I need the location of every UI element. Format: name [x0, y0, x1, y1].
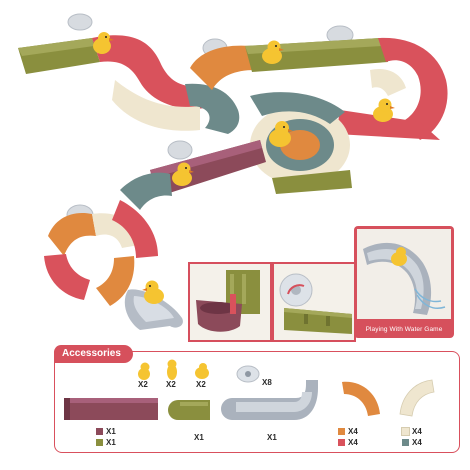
qty-curve-red-text: X4 — [348, 438, 358, 447]
qty-duck-3: X2 — [196, 380, 206, 389]
track-olive-spiral — [272, 170, 352, 194]
water-game-panel: Playing With Water Game — [354, 226, 454, 338]
qty-curve-orange: X4 — [338, 427, 358, 437]
qty-duck-2: X2 — [166, 380, 176, 389]
track-orange-top — [190, 45, 255, 90]
detail-inset-basin — [188, 262, 272, 342]
track-cream-1 — [112, 80, 200, 131]
water-game-caption: Playing With Water Game — [365, 326, 443, 333]
qty-olive-u: X1 — [194, 433, 204, 442]
duck-6 — [142, 280, 164, 304]
accessories-title: Accessories — [54, 345, 133, 363]
track-red-drop — [112, 200, 158, 258]
track-red-left — [44, 254, 90, 300]
track-teal-left — [120, 172, 172, 210]
qty-grey-elbow: X1 — [267, 433, 277, 442]
track-orange-left — [48, 212, 96, 256]
track-red-2 — [336, 110, 440, 140]
qty-suction-cup: X8 — [262, 378, 272, 387]
duck-1 — [93, 32, 114, 54]
detail-inset-suction — [272, 262, 356, 342]
qty-long-olive: X1 — [96, 438, 116, 448]
qty-curve-teal: X4 — [402, 438, 422, 448]
duck-4 — [269, 121, 293, 147]
qty-duck-1: X2 — [138, 380, 148, 389]
qty-long-purple-text: X1 — [106, 427, 116, 436]
water-game-photo — [357, 229, 451, 319]
track-orange-drop — [96, 256, 135, 306]
qty-curve-teal-text: X4 — [412, 438, 422, 447]
track-red-s — [92, 35, 205, 109]
qty-curve-orange-text: X4 — [348, 427, 358, 436]
qty-curve-cream: X4 — [401, 427, 422, 437]
duck-5 — [172, 162, 194, 186]
duck-3 — [373, 98, 395, 122]
track-teal-mid — [250, 92, 345, 124]
qty-curve-red: X4 — [338, 438, 358, 448]
track-cream-right — [370, 68, 406, 96]
track-cream-left — [92, 213, 144, 248]
track-teal-1 — [185, 83, 240, 134]
qty-long-purple: X1 — [96, 427, 116, 437]
qty-long-olive-text: X1 — [106, 438, 116, 447]
track-red-right — [378, 37, 448, 140]
duck-2 — [262, 40, 284, 64]
qty-curve-cream-text: X4 — [412, 427, 422, 436]
